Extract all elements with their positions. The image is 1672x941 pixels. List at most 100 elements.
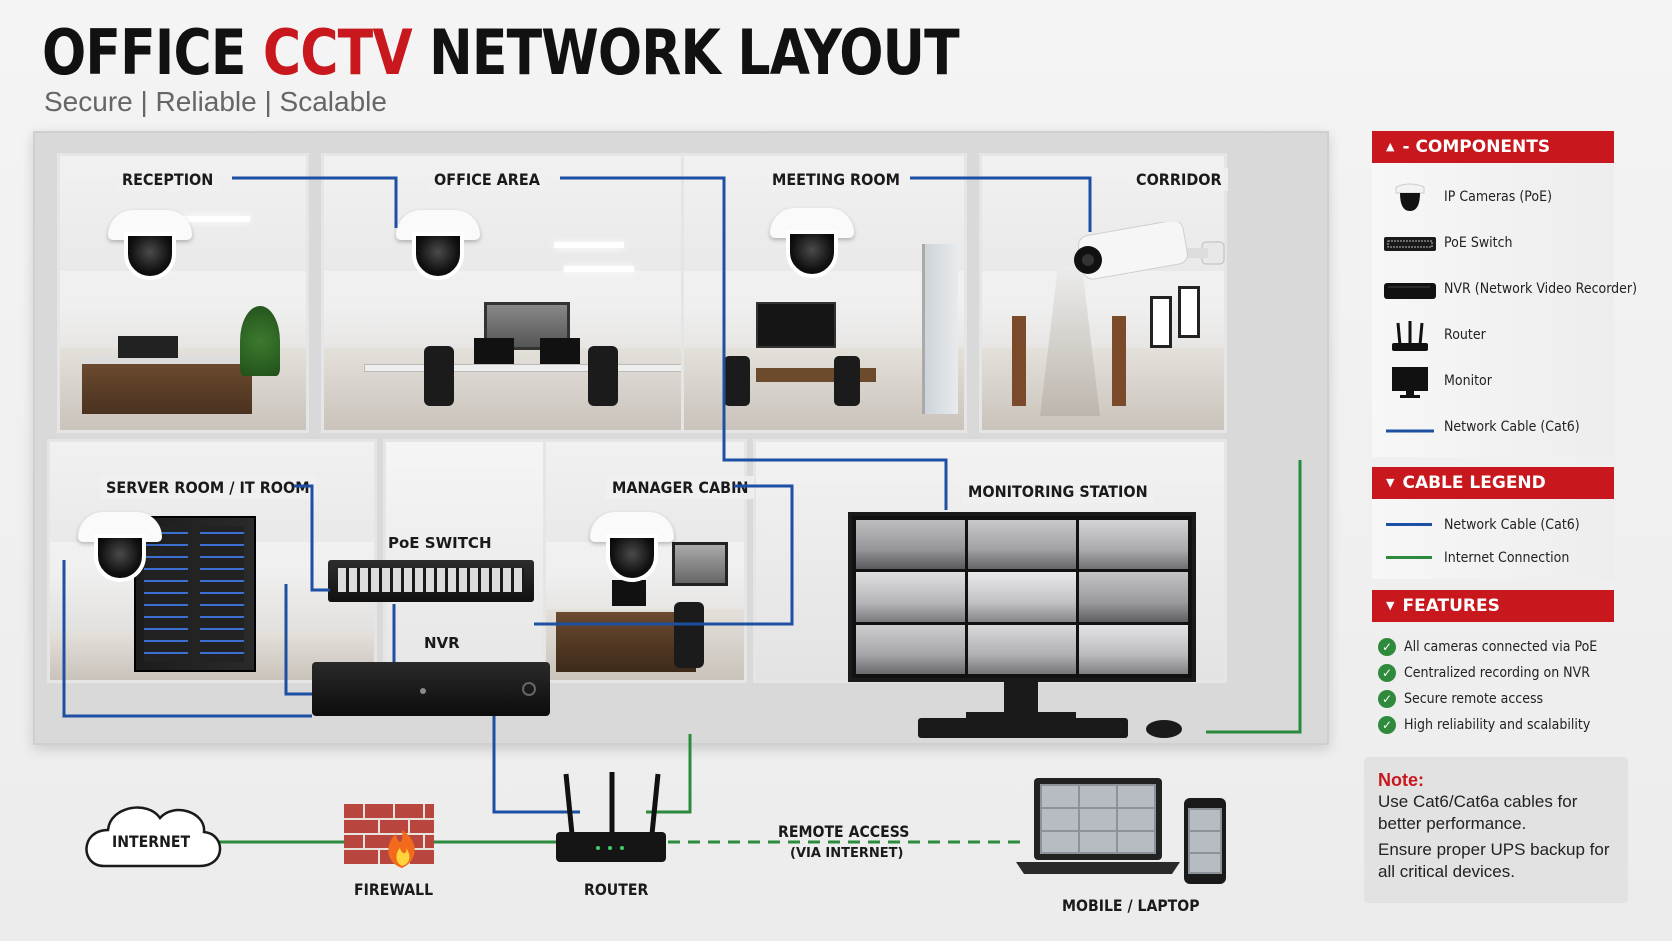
desk-monitor bbox=[474, 338, 514, 364]
component-label: NVR (Network Video Recorder) bbox=[1444, 281, 1638, 297]
collapse-arrow-icon: ▼ bbox=[1386, 476, 1395, 489]
keyboard bbox=[918, 718, 1128, 738]
internet-swatch bbox=[1386, 556, 1432, 559]
title-highlight: CCTV bbox=[262, 16, 413, 89]
note-title: Note: bbox=[1378, 770, 1424, 790]
internet-cloud-icon bbox=[85, 806, 222, 868]
firewall-icon bbox=[344, 804, 434, 868]
meeting-chair bbox=[724, 356, 750, 406]
wall-painting bbox=[672, 542, 728, 586]
office-floor-plan bbox=[33, 131, 1329, 745]
office-camera-icon bbox=[396, 210, 480, 284]
cable-icon bbox=[1386, 429, 1434, 433]
server-camera-icon bbox=[78, 512, 162, 586]
reception-chair bbox=[118, 336, 178, 358]
note-line: Use Cat6/Cat6a cables for better perform… bbox=[1378, 792, 1578, 833]
camera-feed-tile bbox=[967, 624, 1077, 674]
components-title: - COMPONENTS bbox=[1402, 137, 1551, 157]
room-label-meeting: MEETING ROOM bbox=[766, 168, 906, 191]
monitor-icon bbox=[1392, 367, 1428, 398]
feature-row: ✓ Centralized recording on NVR bbox=[1372, 662, 1632, 686]
component-row: IP Cameras (PoE) bbox=[1372, 177, 1614, 217]
feature-label: All cameras connected via PoE bbox=[1404, 639, 1598, 655]
manager-camera-icon bbox=[590, 512, 674, 586]
component-label: Monitor bbox=[1444, 373, 1492, 389]
feature-label: Centralized recording on NVR bbox=[1404, 665, 1590, 681]
component-label: Router bbox=[1444, 327, 1486, 343]
feature-row: ✓ All cameras connected via PoE bbox=[1372, 636, 1632, 660]
remote-access-sublabel: (VIA INTERNET) bbox=[790, 846, 904, 861]
room-label-monitoring: MONITORING STATION bbox=[962, 480, 1154, 503]
mobile-laptop-label: MOBILE / LAPTOP bbox=[1062, 896, 1200, 915]
room-office-area bbox=[321, 153, 699, 433]
check-icon: ✓ bbox=[1378, 638, 1396, 656]
page-title: OFFICE CCTV NETWORK LAYOUT bbox=[42, 16, 960, 89]
camera-feed-tile bbox=[856, 520, 965, 570]
router-icon bbox=[1392, 321, 1428, 351]
poe-switch-label: PoE SWITCH bbox=[388, 534, 492, 552]
component-row: Router bbox=[1372, 315, 1614, 355]
components-panel: IP Cameras (PoE) PoE Switch NVR (Network… bbox=[1372, 163, 1637, 457]
features-panel: ✓ All cameras connected via PoE ✓ Centra… bbox=[1372, 622, 1614, 740]
monitor-base bbox=[966, 712, 1076, 720]
wall-frame bbox=[1178, 286, 1200, 338]
room-label-server: SERVER ROOM / IT ROOM bbox=[100, 476, 316, 499]
camera-icon bbox=[1395, 183, 1425, 211]
feature-row: ✓ High reliability and scalability bbox=[1372, 714, 1632, 738]
feature-label: High reliability and scalability bbox=[1404, 717, 1591, 733]
legend-row: Network Cable (Cat6) bbox=[1372, 509, 1614, 539]
feature-row: ✓ Secure remote access bbox=[1372, 688, 1632, 712]
nvr-label: NVR bbox=[424, 634, 460, 652]
manager-desk bbox=[556, 612, 696, 672]
features-header: ▼FEATURES bbox=[1372, 590, 1614, 622]
nvr-device bbox=[312, 662, 550, 716]
camera-feed-tile bbox=[1079, 624, 1188, 674]
component-row: NVR (Network Video Recorder) bbox=[1372, 269, 1637, 309]
component-row: Network Cable (Cat6) bbox=[1372, 407, 1614, 447]
component-row: PoE Switch bbox=[1372, 223, 1614, 263]
cable-legend-panel: Network Cable (Cat6) Internet Connection bbox=[1372, 499, 1614, 579]
camera-feed-tile bbox=[967, 520, 1077, 570]
glass-door bbox=[922, 244, 958, 414]
note-line: Ensure proper UPS backup for all critica… bbox=[1378, 840, 1610, 881]
legend-row: Internet Connection bbox=[1372, 542, 1614, 572]
reception-desk bbox=[82, 356, 252, 414]
plant bbox=[240, 306, 280, 376]
corridor-bullet-camera-icon bbox=[1074, 222, 1225, 280]
component-label: Network Cable (Cat6) bbox=[1444, 419, 1580, 435]
meeting-camera-icon bbox=[770, 208, 854, 282]
nvr-icon bbox=[1384, 283, 1436, 299]
components-header: ▲ - COMPONENTS bbox=[1372, 131, 1614, 163]
desk-monitor bbox=[612, 580, 646, 606]
collapse-arrow-icon: ▲ bbox=[1386, 140, 1395, 153]
cable-legend-header: ▼ CABLE LEGEND bbox=[1372, 467, 1614, 499]
corridor-door bbox=[1112, 316, 1126, 406]
switch-icon bbox=[1384, 237, 1436, 251]
room-label-reception: RECEPTION bbox=[116, 168, 220, 191]
legend-label: Internet Connection bbox=[1444, 550, 1570, 566]
poe-switch-device bbox=[328, 560, 534, 602]
monitor-stand bbox=[1004, 682, 1038, 714]
remote-access-label: REMOTE ACCESS bbox=[778, 822, 910, 841]
office-chair bbox=[424, 346, 454, 406]
room-label-office-area: OFFICE AREA bbox=[428, 168, 546, 191]
wall-frame bbox=[1150, 296, 1172, 348]
mobile-phone-icon bbox=[1184, 798, 1226, 884]
camera-feed-tile bbox=[1079, 572, 1188, 622]
component-row: Monitor bbox=[1372, 361, 1614, 401]
camera-feed-tile bbox=[967, 572, 1077, 622]
component-label: IP Cameras (PoE) bbox=[1444, 189, 1552, 205]
room-label-corridor: CORRIDOR bbox=[1130, 168, 1228, 191]
collapse-arrow-icon: ▼ bbox=[1386, 599, 1395, 612]
cable-legend-title: CABLE LEGEND bbox=[1402, 473, 1546, 493]
corridor-door bbox=[1012, 316, 1026, 406]
camera-feed-tile bbox=[1079, 520, 1188, 570]
camera-feed-tile bbox=[856, 624, 965, 674]
room-label-manager: MANAGER CABIN bbox=[606, 476, 755, 499]
laptop-icon bbox=[1016, 778, 1180, 874]
monitoring-monitor bbox=[848, 512, 1196, 682]
check-icon: ✓ bbox=[1378, 690, 1396, 708]
mouse bbox=[1146, 720, 1182, 738]
reception-camera-icon bbox=[108, 210, 192, 284]
